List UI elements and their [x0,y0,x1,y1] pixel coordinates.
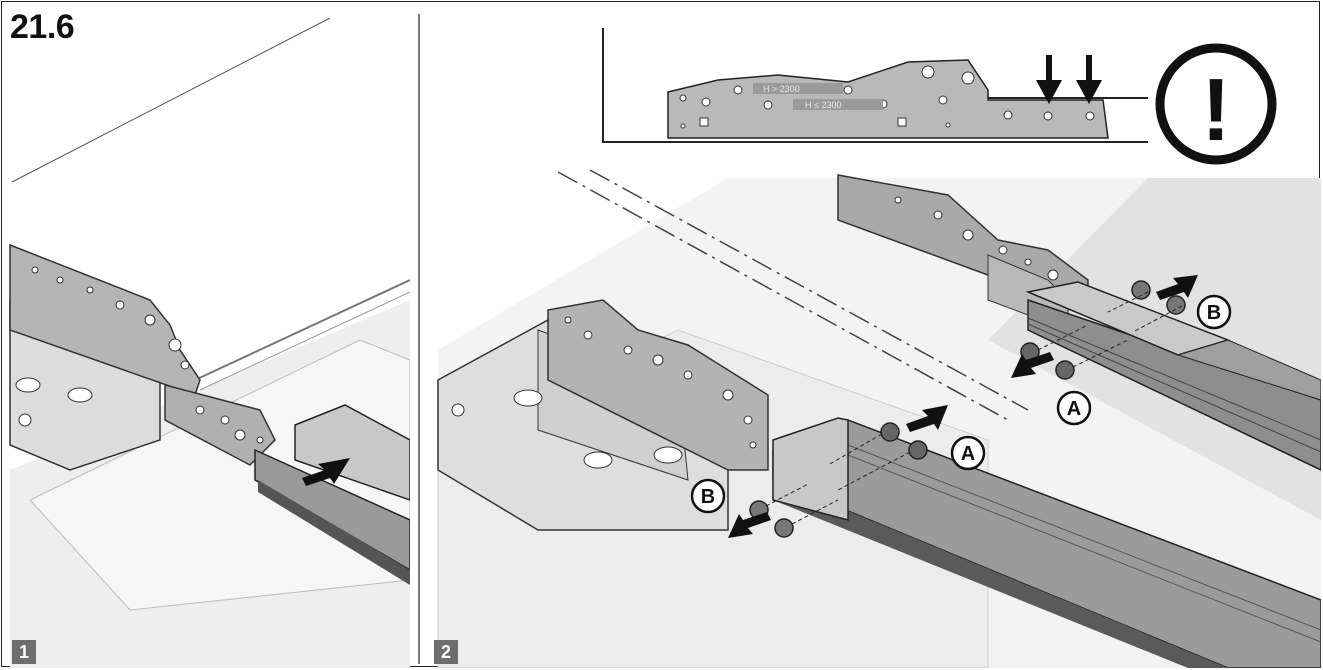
rail-connector-block [294,404,410,501]
detail-inset: H > 2300 H ≤ 2300 ! [602,28,1277,165]
plate-holes [31,266,264,444]
inset-holes [679,65,1095,129]
nut-icon [1166,295,1186,315]
step-2-illustration: H > 2300 H ≤ 2300 ! [437,28,1321,668]
assembly-guide-line [827,433,883,466]
near-joint-plate [772,417,849,521]
warning-icon [1155,43,1277,165]
inset-frame [602,28,1148,143]
push-arrow-icon [302,458,350,486]
step-number-badge: 2 [434,640,458,664]
perforated-plate-back [9,243,201,396]
inset-plate [667,59,1109,139]
bracket-hole [18,413,32,427]
assembly-guide-line [1072,339,1129,368]
callout-a-near: A [950,435,986,471]
inset-label-high: H > 2300 [763,84,800,94]
bracket-hole [513,389,543,407]
bracket-hole [15,377,41,393]
assembly-guide-line [1037,324,1089,351]
assembly-guide-line [791,499,839,525]
nut-icon [774,518,794,538]
push-arrow-icon [1156,275,1198,300]
step-1-illustration [9,10,410,668]
callout-a-far: A [1056,390,1092,426]
plate-holes [894,196,1059,281]
top-rail-edge [194,279,410,381]
callout-b-far: B [1196,294,1232,330]
screw-icon [908,440,928,460]
assembly-guide-line [1132,305,1183,333]
bracket-hole [653,446,683,464]
callout-b-near: B [690,478,726,514]
rail-underside [258,480,410,585]
step-1-panel: 21.6 1 [0,0,410,668]
top-rail-edge-2 [199,291,410,391]
floor-sheet [29,339,410,611]
assembly-guide-line [765,483,809,507]
bracket-hole [67,387,93,403]
section-number: 21.6 [10,8,75,46]
down-arrow-icon [1036,55,1102,104]
near-perforated-plate [547,299,769,471]
bracket-hole [583,451,613,469]
panel-edge-line [11,17,331,183]
bracket-hole [451,403,465,417]
step-2-panel: H > 2300 H ≤ 2300 ! [428,0,1321,668]
inset-label-bg [793,99,883,110]
plate-holes [564,316,757,449]
callout-label-a: A [1067,398,1081,420]
far-rail-groove [1027,317,1321,441]
callout-label-b: B [1207,302,1221,324]
near-fasteners [728,405,948,538]
near-rail-underside [773,480,1228,668]
push-arrow-icon [728,512,771,538]
push-arrow-icon [906,405,948,432]
step-number-badge: 1 [12,640,36,664]
screw-icon [880,422,900,442]
alignment-line [589,169,1029,411]
screw-icon [1055,360,1075,380]
assembly-guide-line [1107,291,1149,313]
far-joint-plate-side [1176,339,1321,401]
far-rail-groove [1027,323,1321,453]
push-arrow-icon [1011,352,1054,378]
callout-label-b: B [701,486,715,508]
far-fasteners [1011,275,1198,380]
perforated-plate-front [164,384,276,466]
nut-icon [1131,280,1151,300]
inset-label-low: H ≤ 2300 [805,100,841,110]
near-rail-groove [847,454,1321,643]
alignment-line [557,171,1009,421]
inset-label-bg [753,83,843,94]
near-rail-groove [847,444,1321,631]
callout-label-a: A [961,443,975,465]
warning-symbol: ! [1201,60,1230,159]
rail-profile [254,448,410,571]
panel-divider [418,14,420,664]
